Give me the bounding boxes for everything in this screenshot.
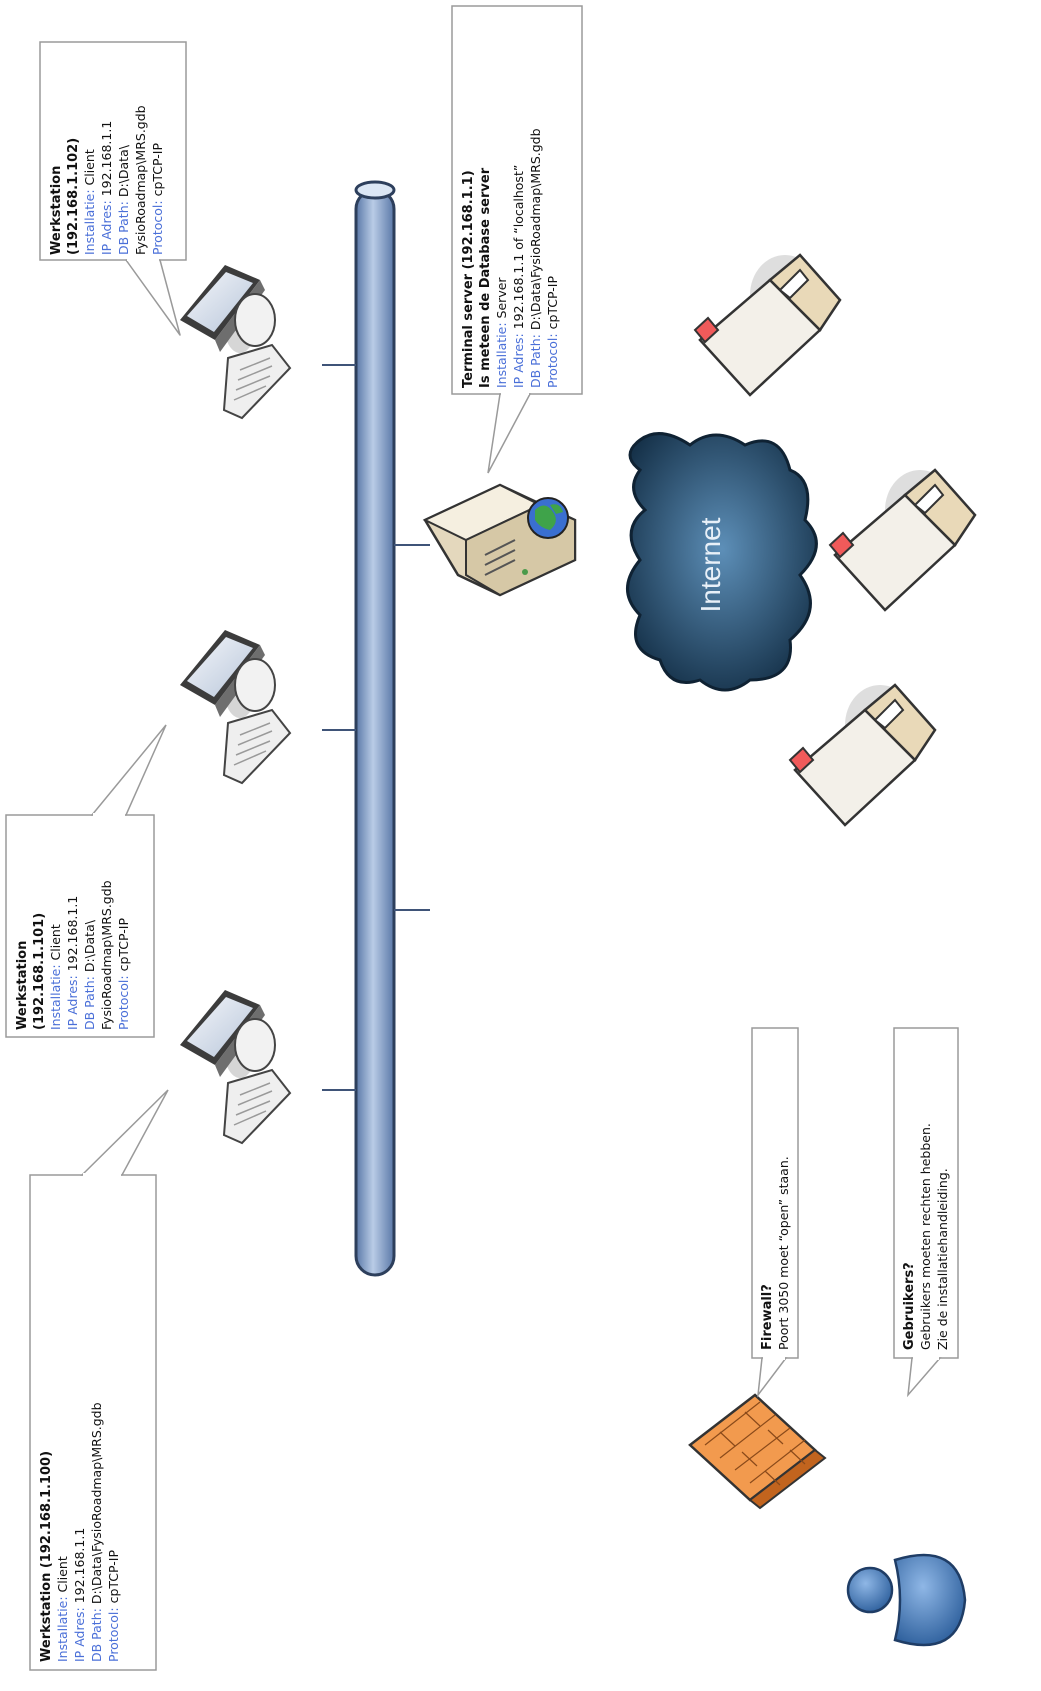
users-line2: Zie de installatiehandleiding. xyxy=(935,1168,950,1350)
server-protocol: Protocol: cpTCP-IP xyxy=(545,276,560,388)
server-icon xyxy=(422,483,577,597)
ws102-protocol: Protocol: cpTCP-IP xyxy=(150,143,165,255)
users-title: Gebruikers? xyxy=(902,1262,917,1350)
server-title-2: Is meteen de Database server xyxy=(478,167,493,388)
server-ip: IP Adres: 192.168.1.1 of “localhost” xyxy=(511,165,526,388)
internet-cloud-icon xyxy=(626,432,818,692)
firewall-callout: Firewall? Poort 3050 moet “open” staan. xyxy=(760,1156,791,1350)
firewall-title: Firewall? xyxy=(760,1284,775,1350)
server-callout: Terminal server (192.168.1.1) Is meteen … xyxy=(461,128,560,388)
ws101-install: Installatie: Client xyxy=(48,924,63,1030)
ws100-title: Werkstation (192.168.1.100) xyxy=(39,1451,54,1662)
ws101-title-2: (192.168.1.101) xyxy=(32,913,47,1030)
remote-site-house-1-icon xyxy=(693,253,842,397)
ws102-ip: IP Adres: 192.168.1.1 xyxy=(99,121,114,255)
ws100-protocol: Protocol: cpTCP-IP xyxy=(106,1550,121,1662)
ws101-title-1: Werkstation xyxy=(15,941,30,1030)
users-line1: Gebruikers moeten rechten hebben. xyxy=(918,1123,933,1350)
workstation-101-icon xyxy=(179,629,291,784)
ws102-dbpath-cont: FysioRoadmap\MRS.gdb xyxy=(133,105,148,255)
ws101-dbpath-cont: FysioRoadmap\MRS.gdb xyxy=(99,880,114,1030)
ws102-install: Installatie: Client xyxy=(82,149,97,255)
network-bus xyxy=(354,180,396,1277)
server-title-1: Terminal server (192.168.1.1) xyxy=(461,170,476,388)
ws101-protocol: Protocol: cpTCP-IP xyxy=(116,918,131,1030)
ws102-dbpath: DB Path: D:\Data\ xyxy=(116,144,131,255)
remote-site-house-2-icon xyxy=(828,468,977,612)
ws100-ip: IP Adres: 192.168.1.1 xyxy=(72,1528,87,1662)
ws102-title-2: (192.168.1.102) xyxy=(66,138,81,255)
server-install: Installatie: Server xyxy=(494,277,509,388)
callout-shapes xyxy=(5,5,959,1671)
firewall-text: Poort 3050 moet “open” staan. xyxy=(776,1156,791,1350)
user-icon xyxy=(846,1553,967,1647)
ws101-ip: IP Adres: 192.168.1.1 xyxy=(65,896,80,1030)
ws101-dbpath: DB Path: D:\Data\ xyxy=(82,919,97,1030)
ws102-title-1: Werkstation xyxy=(49,166,64,255)
ws100-dbpath: DB Path: D:\Data\FysioRoadmap\MRS.gdb xyxy=(89,1402,104,1662)
remote-site-house-3-icon xyxy=(788,683,937,827)
network-connectors xyxy=(322,364,430,1091)
internet-label: Internet xyxy=(695,517,726,612)
users-callout: Gebruikers? Gebruikers moeten rechten he… xyxy=(902,1123,950,1350)
workstation-100-icon xyxy=(179,989,291,1144)
workstation-102-icon xyxy=(179,264,291,419)
firewall-icon xyxy=(688,1393,827,1510)
workstation-100-callout: Werkstation (192.168.1.100) Installatie:… xyxy=(39,1402,121,1662)
workstation-101-callout: Werkstation (192.168.1.101) Installatie:… xyxy=(15,880,131,1030)
workstation-102-callout: Werkstation (192.168.1.102) Installatie:… xyxy=(49,105,165,255)
ws100-install: Installatie: Client xyxy=(55,1556,70,1662)
server-dbpath: DB Path: D:\Data\FysioRoadmap\MRS.gdb xyxy=(528,128,543,388)
